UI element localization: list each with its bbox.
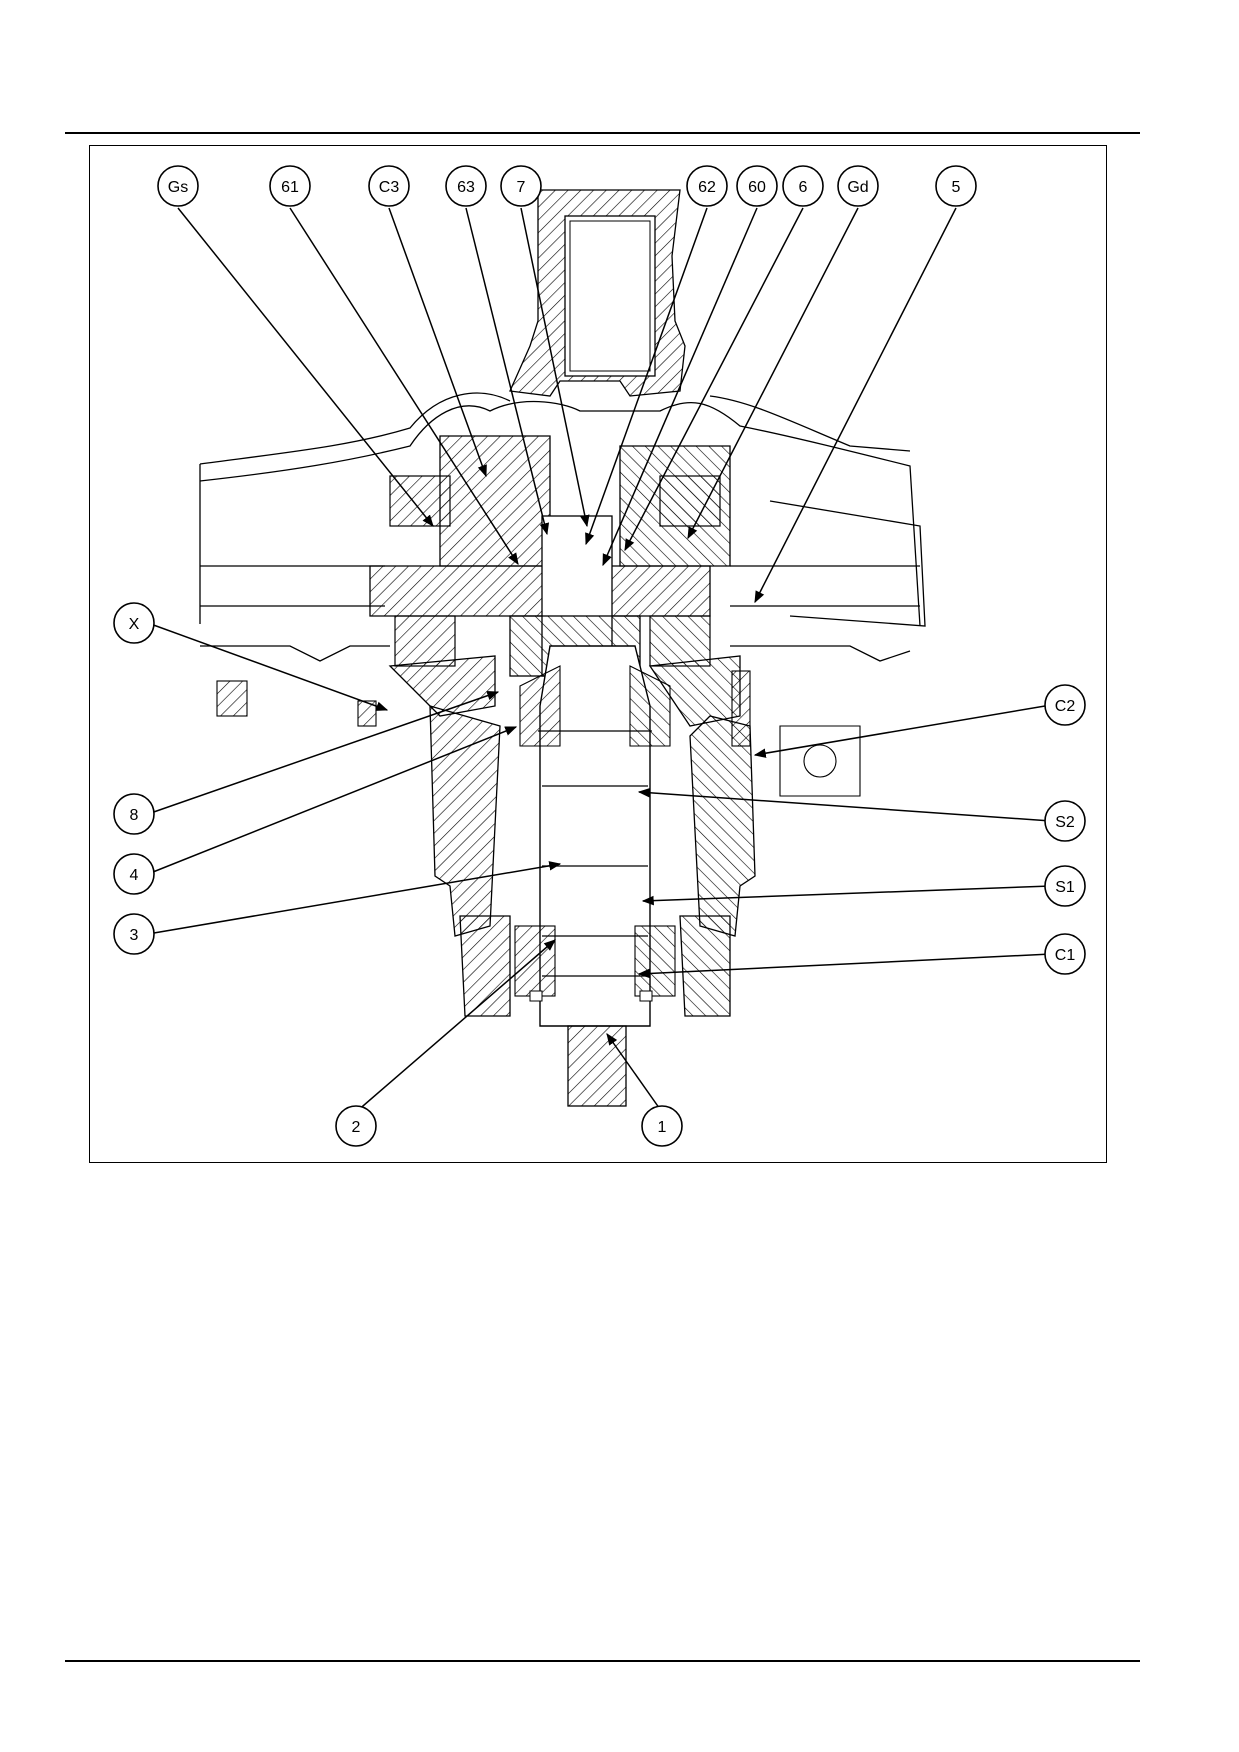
callout-circle xyxy=(641,1105,683,1147)
header-rule xyxy=(65,132,1140,134)
callout-label: Gd xyxy=(847,179,868,196)
callout-4: 4 xyxy=(113,853,155,895)
callout-label: 60 xyxy=(748,179,766,196)
callout-label: 62 xyxy=(698,179,716,196)
callout-label: Gs xyxy=(168,179,188,196)
callout-circle xyxy=(935,165,977,207)
callout-label: S1 xyxy=(1055,879,1075,896)
callout-c2: C2 xyxy=(1044,684,1086,726)
callout-label: C1 xyxy=(1055,947,1076,964)
callout-circle xyxy=(335,1105,377,1147)
callout-label: 61 xyxy=(281,179,299,196)
callout-1: 1 xyxy=(641,1105,683,1147)
callout-label: X xyxy=(129,616,140,633)
callout-label: S2 xyxy=(1055,814,1075,831)
leader-lines xyxy=(147,207,1052,1113)
callout-circle xyxy=(736,165,778,207)
callout-c3: C3 xyxy=(368,165,410,207)
callout-circle xyxy=(1044,933,1086,975)
callout-gs: Gs xyxy=(157,165,199,207)
callout-label: C3 xyxy=(379,179,400,196)
callout-label: 3 xyxy=(130,927,139,944)
callout-3: 3 xyxy=(113,913,155,955)
callout-label: 4 xyxy=(130,867,139,884)
footer-rule xyxy=(65,1660,1140,1662)
callout-circle xyxy=(445,165,487,207)
callout-circle xyxy=(1044,684,1086,726)
callout-c1: C1 xyxy=(1044,933,1086,975)
callout-circle xyxy=(113,913,155,955)
callout-8: 8 xyxy=(113,793,155,835)
callout-circle xyxy=(157,165,199,207)
housing-outline xyxy=(199,392,926,662)
callout-circle xyxy=(113,793,155,835)
callout-6: 6 xyxy=(782,165,824,207)
callout-label: 63 xyxy=(457,179,475,196)
callout-circle xyxy=(1044,800,1086,842)
callout-circle xyxy=(500,165,542,207)
callout-s2: S2 xyxy=(1044,800,1086,842)
callout-circle xyxy=(782,165,824,207)
callout-circle xyxy=(837,165,879,207)
callout-label: 8 xyxy=(130,807,139,824)
top-shaft xyxy=(509,189,686,397)
callout-circle xyxy=(269,165,311,207)
side-bolts xyxy=(216,670,861,797)
callout-label: 5 xyxy=(952,179,961,196)
callout-63: 63 xyxy=(445,165,487,207)
pinion-housing xyxy=(388,655,756,1017)
callout-2: 2 xyxy=(335,1105,377,1147)
callout-61: 61 xyxy=(269,165,311,207)
callout-label: C2 xyxy=(1055,698,1076,715)
callout-5: 5 xyxy=(935,165,977,207)
callout-label: 1 xyxy=(658,1119,667,1136)
callout-circle xyxy=(113,602,155,644)
callout-label: 2 xyxy=(352,1119,361,1136)
callout-s1: S1 xyxy=(1044,865,1086,907)
pinion-shaft xyxy=(514,645,676,1107)
callout-circle xyxy=(368,165,410,207)
callout-gd: Gd xyxy=(837,165,879,207)
callout-x: X xyxy=(113,602,155,644)
callout-62: 62 xyxy=(686,165,728,207)
callout-label: 6 xyxy=(799,179,808,196)
central-gear-block xyxy=(369,435,731,677)
callout-circle xyxy=(686,165,728,207)
callout-7: 7 xyxy=(500,165,542,207)
callout-circle xyxy=(1044,865,1086,907)
callout-60: 60 xyxy=(736,165,778,207)
callout-label: 7 xyxy=(517,179,526,196)
callout-circle xyxy=(113,853,155,895)
